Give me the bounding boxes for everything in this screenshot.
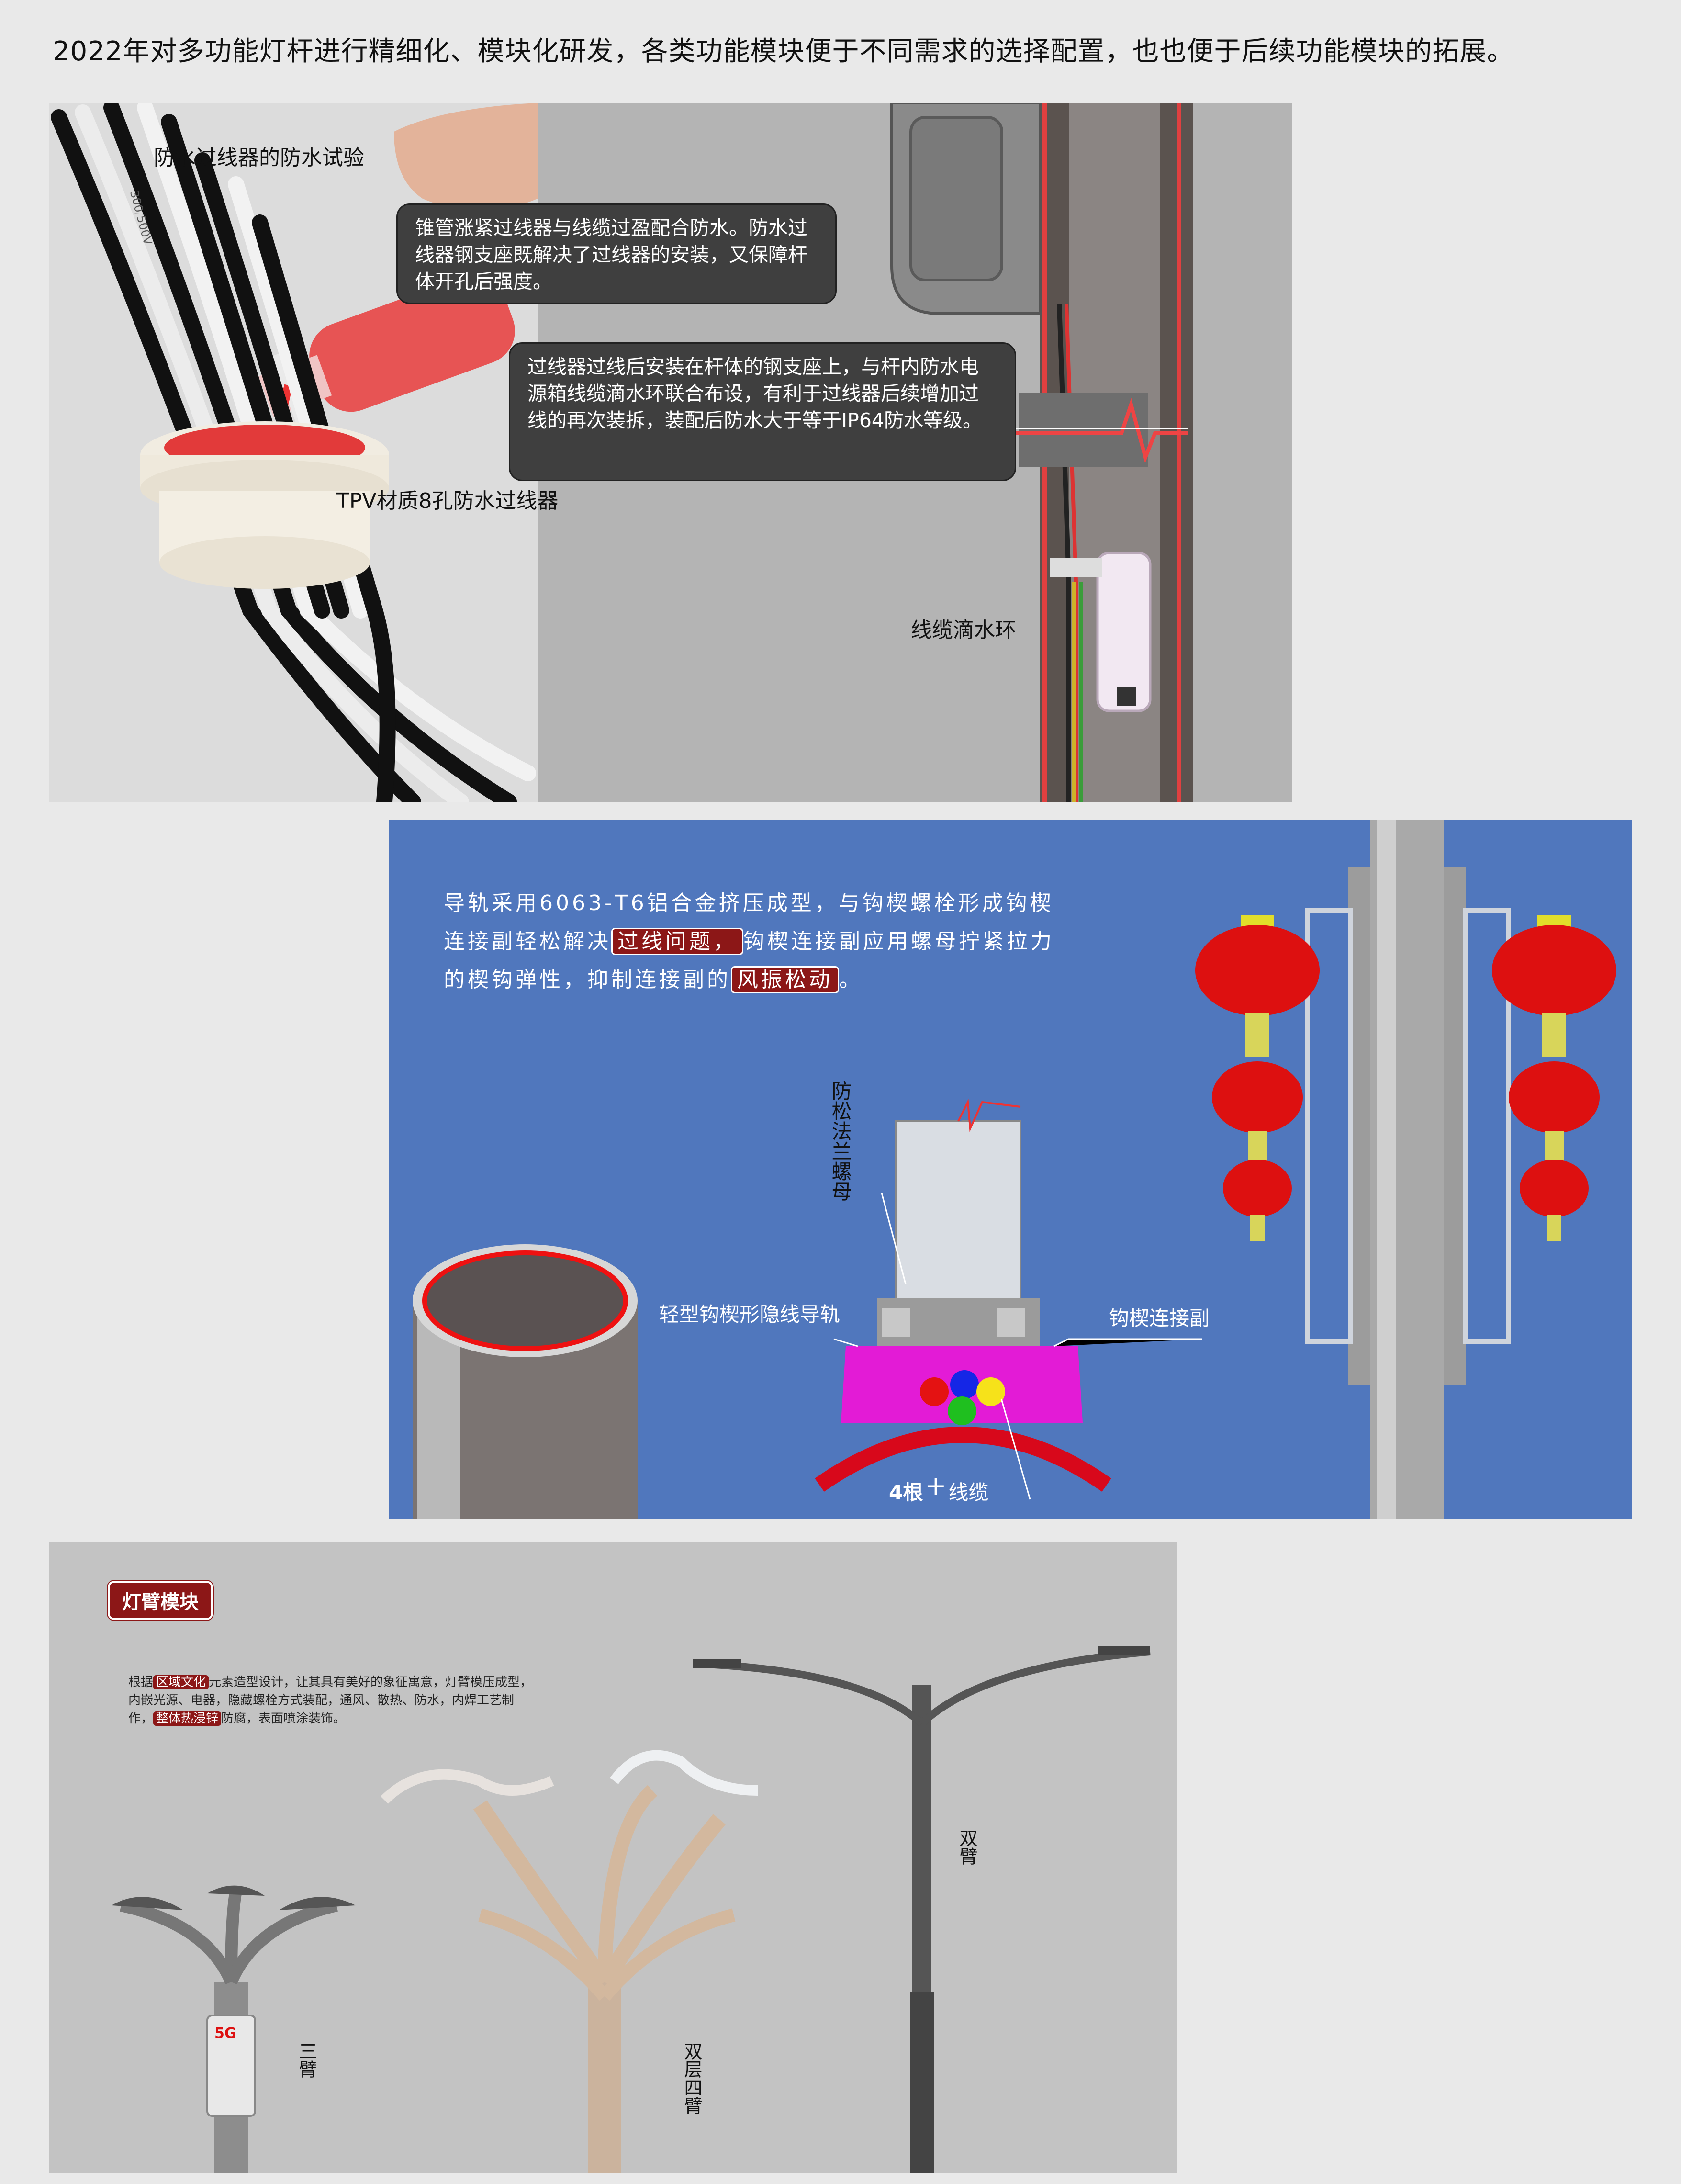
- cable-count-b: 线缆: [948, 1481, 989, 1504]
- highlight-wire-problem: 过线问题，: [611, 928, 743, 955]
- tpv-connector-label: TPV材质8孔防水过线器: [336, 489, 559, 513]
- guide-rail-text-a: 导轨采用6063-T6铝合金挤压成型，与钩楔螺栓形成钩楔连接副轻松解决: [444, 891, 1054, 954]
- guide-rail-label: 轻型钩楔形隐线导轨: [659, 1303, 840, 1326]
- callout-bubble-1: 锥管涨紧过线器与线缆过盈配合防水。防水过线器钢支座既解决了过线器的安装，又保障杆…: [396, 203, 837, 304]
- highlight-regional-culture: 区域文化: [153, 1675, 209, 1689]
- lamp-arm-badge: 灯臂模块: [108, 1581, 213, 1620]
- cable-count-a: 4根: [889, 1481, 923, 1504]
- 5g-badge: 5G: [214, 2025, 236, 2042]
- guide-rail-text-c: 。: [839, 968, 863, 992]
- double-layer-four-arm-label: 双层四臂: [681, 2042, 702, 2115]
- guide-rail-description: 导轨采用6063-T6铝合金挤压成型，与钩楔螺栓形成钩楔连接副轻松解决过线问题，…: [444, 884, 1066, 999]
- guide-rail-text-b: 钩楔连接副应用螺母拧紧拉力的楔钩弹性，抑制连接副的: [444, 929, 1054, 992]
- lamp-arm-description: 根据区域文化元素造型设计，让其具有美好的象征寓意，灯臂模压成型，内嵌光源、电器，…: [128, 1673, 535, 1728]
- highlight-hot-dip-galvanize: 整体热浸锌: [153, 1711, 222, 1726]
- callout-bubble-2: 过线器过线后安装在杆体的钢支座上，与杆内防水电源箱线缆滴水环联合布设，有利于过线…: [509, 342, 1016, 481]
- lamp-arm-text-a: 根据: [128, 1675, 154, 1689]
- lamp-arm-text-b: 元素造型设计，让其具有美好的象征寓意，灯臂模压成型，内嵌光源、电器，隐藏螺栓方式…: [128, 1675, 533, 1726]
- guide-rail-illustration: [413, 820, 1616, 1519]
- flange-nut-label: 防松法兰螺母: [829, 1081, 852, 1201]
- lamp-arm-illustration: [112, 1646, 1151, 2173]
- waterproof-test-title: 防水过线器的防水试验: [154, 146, 364, 170]
- intro-text: 2022年对多功能灯杆进行精细化、模块化研发，各类功能模块便于不同需求的选择配置…: [53, 36, 1514, 67]
- drip-loop-label: 线缆滴水环: [911, 618, 1016, 642]
- three-arm-label: 三臂: [296, 2042, 317, 2078]
- lamp-arm-text-c: 防腐，表面喷涂装饰。: [221, 1711, 346, 1726]
- highlight-wind-vibration: 风振松动: [731, 966, 839, 993]
- cable-count-label: 4根+线缆: [889, 1471, 989, 1506]
- hook-wedge-pair-label: 钩楔连接副: [1109, 1306, 1210, 1330]
- guide-rail-panel: 导轨采用6063-T6铝合金挤压成型，与钩楔螺栓形成钩楔连接副轻松解决过线问题，…: [389, 820, 1632, 1519]
- lamp-arm-panel: 灯臂模块 根据区域文化元素造型设计，让其具有美好的象征寓意，灯臂模压成型，内嵌光…: [49, 1542, 1177, 2173]
- double-arm-label: 双臂: [956, 1829, 977, 1865]
- cable-count-plus: +: [925, 1471, 947, 1501]
- waterproof-panel: 防水过线器的防水试验 锥管涨紧过线器与线缆过盈配合防水。防水过线器钢支座既解决了…: [49, 103, 1292, 802]
